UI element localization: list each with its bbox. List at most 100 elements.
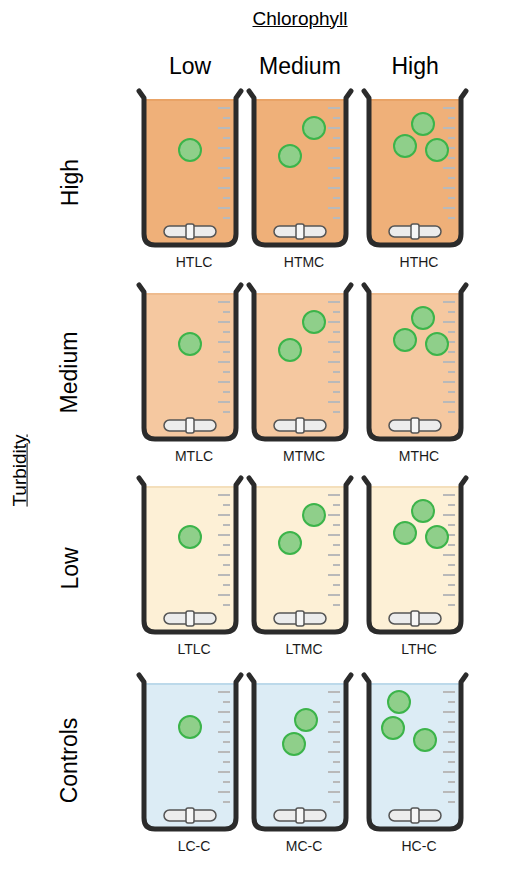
beaker-wall [249, 91, 351, 245]
beaker: HTLC [134, 88, 254, 272]
algae-bead [179, 139, 201, 161]
scale-tick [448, 177, 455, 179]
row-header: Medium [58, 331, 81, 413]
scale-tick [333, 217, 340, 219]
beaker-drawing [134, 88, 246, 252]
scale-tick [218, 751, 230, 753]
scale-tick [333, 761, 340, 763]
liquid [254, 487, 346, 632]
beaker-label: MTMC [244, 448, 364, 464]
scale-tick [443, 731, 455, 733]
beaker: MC-C [244, 672, 364, 856]
stir-bar-ring [186, 808, 194, 823]
scale-tick [328, 207, 340, 209]
row-header: Low [59, 547, 82, 589]
liquid-surface [144, 486, 236, 488]
scale-tick [218, 167, 230, 169]
scale-tick [223, 761, 230, 763]
scale-tick [333, 391, 340, 393]
liquid [144, 684, 236, 829]
scale-tick [443, 691, 455, 693]
scale-tick [218, 321, 230, 323]
scale-tick [223, 217, 230, 219]
scale-tick [223, 801, 230, 803]
beaker: LC-C [134, 672, 254, 856]
scale-tick [223, 741, 230, 743]
scale-tick [223, 544, 230, 546]
scale-tick [328, 187, 340, 189]
row-header: Controls [58, 717, 81, 803]
scale-tick [333, 411, 340, 413]
column-header: Medium [259, 55, 341, 78]
beaker: MTLC [134, 282, 254, 466]
scale-tick [328, 594, 340, 596]
beaker-label: LC-C [134, 838, 254, 854]
beaker-drawing [244, 282, 356, 446]
scale-tick [443, 771, 455, 773]
beaker-drawing [244, 475, 356, 639]
scale-tick [333, 177, 340, 179]
stir-bar-ring [186, 611, 194, 626]
beaker-drawing [134, 475, 246, 639]
scale-tick [333, 564, 340, 566]
beaker-drawing [359, 282, 471, 446]
scale-tick [328, 107, 340, 109]
scale-tick [448, 761, 455, 763]
beaker-wall [249, 285, 351, 439]
scale-tick [333, 504, 340, 506]
scale-tick [223, 781, 230, 783]
stir-bar-ring [411, 611, 419, 626]
scale-tick [218, 301, 230, 303]
beaker: HC-C [359, 672, 479, 856]
beaker-wall [364, 91, 466, 245]
scale-tick [328, 554, 340, 556]
scale-tick [223, 177, 230, 179]
algae-bead [412, 307, 434, 329]
scale-tick [448, 217, 455, 219]
algae-bead [303, 117, 325, 139]
stir-bar-ring [296, 808, 304, 823]
liquid-surface [254, 99, 346, 101]
scale-tick [443, 401, 455, 403]
algae-bead [394, 329, 416, 351]
scale-tick [333, 584, 340, 586]
scale-tick [328, 167, 340, 169]
algae-bead [382, 717, 404, 739]
scale-tick [443, 554, 455, 556]
scale-tick [333, 524, 340, 526]
liquid-surface [144, 99, 236, 101]
scale-tick [223, 351, 230, 353]
scale-tick [448, 564, 455, 566]
liquid [144, 294, 236, 439]
liquid [254, 294, 346, 439]
scale-tick [328, 361, 340, 363]
scale-tick [448, 504, 455, 506]
scale-tick [218, 771, 230, 773]
scale-tick [443, 107, 455, 109]
beaker-label: MTLC [134, 448, 254, 464]
liquid-surface [369, 293, 461, 295]
beaker: LTLC [134, 475, 254, 659]
scale-tick [448, 741, 455, 743]
liquid [369, 684, 461, 829]
scale-tick [448, 137, 455, 139]
algae-bead [279, 145, 301, 167]
beaker: LTMC [244, 475, 364, 659]
algae-bead [394, 522, 416, 544]
scale-tick [328, 341, 340, 343]
stir-bar-ring [411, 224, 419, 239]
beaker-wall [364, 285, 466, 439]
scale-tick [218, 494, 230, 496]
scale-tick [218, 594, 230, 596]
scale-tick [218, 574, 230, 576]
beaker: HTMC [244, 88, 364, 272]
column-header: Low [169, 55, 211, 78]
liquid [254, 100, 346, 245]
stir-bar-ring [296, 611, 304, 626]
scale-tick [333, 801, 340, 803]
scale-tick [448, 604, 455, 606]
liquid [369, 487, 461, 632]
liquid [144, 487, 236, 632]
liquid-surface [369, 683, 461, 685]
scale-tick [223, 371, 230, 373]
